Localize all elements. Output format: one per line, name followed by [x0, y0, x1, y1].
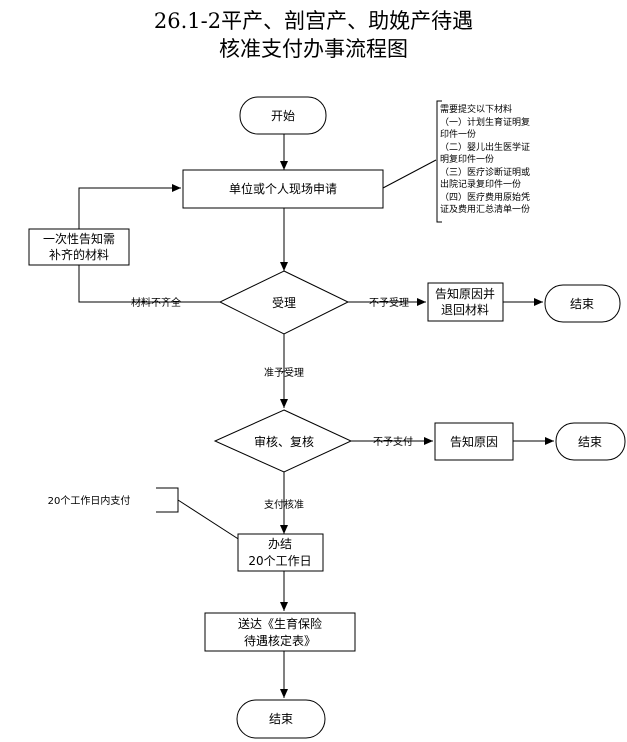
materials-note-line: （一）计划生育证明复 [440, 116, 530, 128]
materials-note-line: （三）医疗诊断证明或 [440, 166, 530, 178]
reject-notice-node: 告知原因并 退回材料 [427, 282, 504, 322]
notify-supplement-line2: 补齐的材料 [49, 247, 109, 262]
note-connector [382, 159, 437, 189]
reason-notice-node: 告知原因 [434, 422, 514, 461]
materials-note-line: 明复印件一份 [440, 153, 494, 165]
review-label: 审核、复核 [254, 434, 314, 449]
complete-line2: 20个工作日 [248, 554, 311, 568]
materials-note-line: （二）婴儿出生医学证 [440, 141, 530, 153]
accept-label: 受理 [272, 296, 296, 310]
connectors [78, 134, 554, 698]
end2-label: 结束 [578, 435, 602, 449]
edge-supplement-to-apply [78, 184, 181, 229]
deadline-note-label: 20个工作日内支付 [48, 494, 131, 507]
reject-notice-line1: 告知原因并 [435, 287, 495, 301]
materials-note-heading: 需要提交以下材料 [440, 103, 512, 115]
complete-node: 办结 20个工作日 [237, 533, 324, 572]
review-decision: 审核、复核 [213, 409, 353, 473]
complete-line1: 办结 [268, 536, 292, 551]
deadline-connector [177, 499, 244, 543]
edge-label-not-accepted: 不予受理 [369, 297, 409, 309]
edge-label-payment-approved: 支付核准 [264, 498, 304, 511]
materials-note: 需要提交以下材料 （一）计划生育证明复 印件一份 （二）婴儿出生医学证 明复印件… [436, 100, 530, 223]
diagram-title-line1: 26.1-2平产、剖宫产、助娩产待遇 [153, 9, 474, 33]
end3-label: 结束 [269, 712, 293, 726]
materials-note-line: 印件一份 [440, 128, 476, 140]
apply-label: 单位或个人现场申请 [229, 181, 337, 196]
reject-notice-line2: 退回材料 [441, 303, 489, 317]
apply-node: 单位或个人现场申请 [182, 169, 384, 209]
accept-decision: 受理 [218, 270, 350, 335]
deliver-line2: 待遇核定表》 [244, 633, 316, 648]
deliver-line1: 送达《生育保险 [238, 616, 322, 631]
edge-accept-to-supplement [78, 265, 220, 303]
edge-label-not-paid: 不予支付 [373, 435, 413, 448]
end1-label: 结束 [570, 297, 594, 311]
start-node: 开始 [239, 96, 327, 135]
end-node-1: 结束 [544, 284, 621, 323]
edge-label-accepted: 准予受理 [264, 367, 304, 379]
materials-note-line: 证及费用汇总清单一份 [440, 203, 530, 215]
deadline-note: 20个工作日内支付 [48, 487, 179, 513]
reason-notice-label: 告知原因 [450, 435, 498, 449]
deliver-node: 送达《生育保险 待遇核定表》 [204, 612, 356, 652]
start-label: 开始 [271, 109, 295, 123]
notify-supplement-line1: 一次性告知需 [43, 232, 115, 246]
notify-supplement-node: 一次性告知需 补齐的材料 [28, 228, 130, 266]
diagram-title-line2: 核准支付办事流程图 [219, 37, 408, 61]
end-node-3: 结束 [236, 699, 326, 739]
edge-label-materials-incomplete: 材料不齐全 [131, 296, 181, 309]
materials-note-line: 出院记录复印件一份 [440, 178, 521, 190]
end-node-2: 结束 [555, 422, 626, 461]
materials-note-line: （四）医疗费用原始凭 [440, 191, 530, 203]
